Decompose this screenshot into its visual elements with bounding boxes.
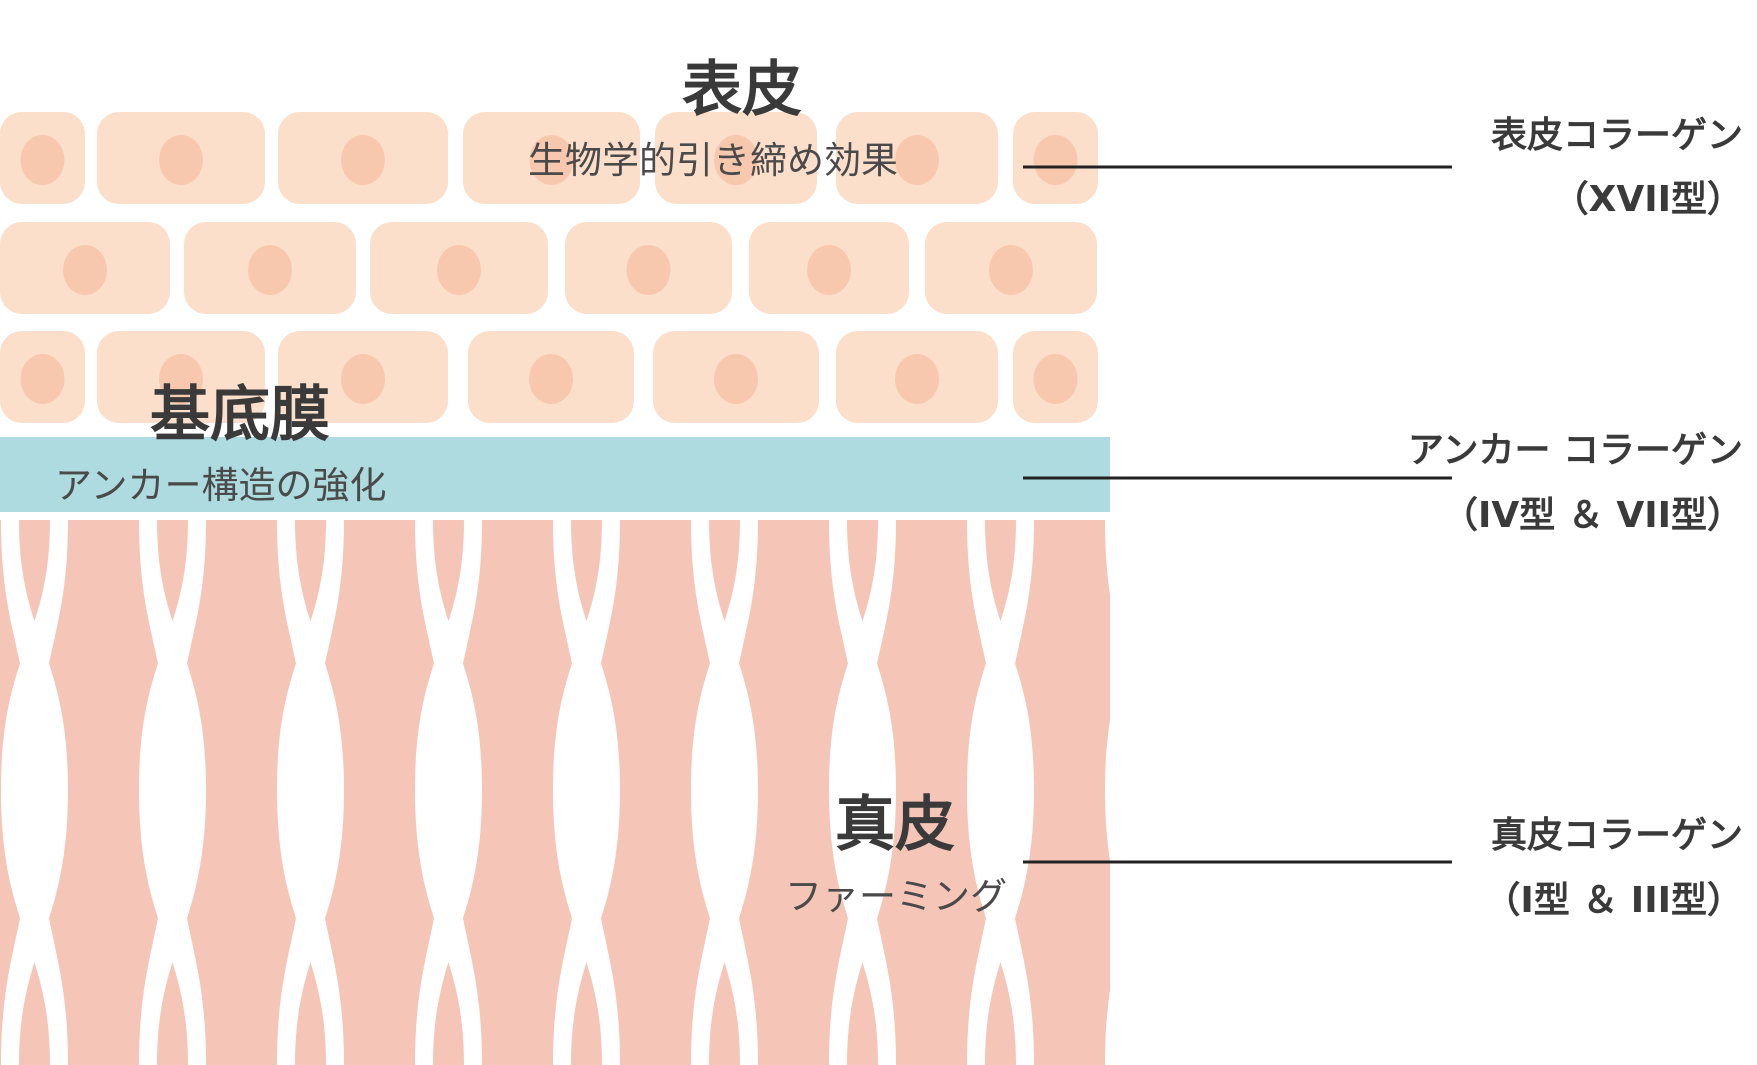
epidermis-cell-nucleus	[895, 135, 939, 185]
epidermis-cell-nucleus	[626, 245, 671, 295]
epidermis-cell-nucleus	[63, 245, 107, 295]
epidermis-cell-nucleus	[529, 354, 573, 404]
epidermis-cell-nucleus	[714, 354, 758, 404]
epidermis-subtitle: 生物学的引き締め効果	[528, 139, 898, 182]
dermis-fiber-gap	[1105, 720, 1110, 860]
epidermis-cells	[0, 112, 1098, 423]
epidermis-cell-nucleus	[529, 135, 574, 185]
basement-membrane-title: 基底膜	[150, 380, 330, 450]
dermis-collagen-type: （I型 ＆ III型）	[1484, 880, 1743, 921]
dermis-fiber-gap	[691, 520, 758, 1065]
basement-membrane-band	[0, 437, 1110, 512]
dermis-subtitle: ファーミング	[785, 875, 1007, 918]
dermis-fiber-gap	[967, 520, 1034, 1065]
dermis-fiber-gap	[277, 520, 344, 1065]
leader-lines	[1023, 165, 1452, 864]
basement-membrane-subtitle: アンカー構造の強化	[55, 464, 387, 507]
epidermis-cell-nucleus	[341, 135, 385, 185]
epidermis-collagen-type: （XVII型）	[1552, 179, 1743, 220]
epidermis-cell-nucleus	[1033, 135, 1078, 185]
anchor-collagen-label: アンカー コラーゲン	[1407, 430, 1743, 471]
epidermis-cell-nucleus	[20, 354, 65, 404]
epidermis-cell-nucleus	[1033, 354, 1078, 404]
epidermis-cell-nucleus	[437, 245, 481, 295]
epidermis-cell-nucleus	[341, 354, 385, 404]
dermis-fiber-gap	[139, 520, 206, 1065]
epidermis-cell-nucleus	[895, 354, 939, 404]
dermis-fiber-gap	[1243, 520, 1310, 1065]
dermis-fiber-gap	[1243, 520, 1310, 1065]
dermis-collagen-label: 真皮コラーゲン	[1490, 815, 1743, 856]
dermis-fiber-gap	[1105, 520, 1110, 1065]
epidermis-cell-nucleus	[248, 245, 292, 295]
dermis-title: 真皮	[835, 790, 955, 860]
dermis-fiber-gap	[553, 520, 620, 1065]
dermis-fiber-gap	[415, 520, 482, 1065]
dermis-tissue	[0, 520, 1310, 1065]
epidermis-cell-nucleus	[714, 135, 758, 185]
dermis-fiber-gaps	[1, 520, 1310, 1065]
epidermis-cell-nucleus	[159, 354, 203, 404]
epidermis-collagen-label: 表皮コラーゲン	[1490, 115, 1743, 156]
epidermis-cell-nucleus	[159, 135, 203, 185]
epidermis-cell-nucleus	[989, 245, 1033, 295]
epidermis-cell-nucleus	[20, 135, 65, 185]
anchor-collagen-type: （IV型 ＆ VII型）	[1442, 495, 1743, 536]
epidermis-cell-nucleus	[807, 245, 851, 295]
dermis-fiber-gap	[829, 520, 896, 1065]
epidermis-title: 表皮	[682, 55, 802, 125]
dermis-fiber-gap	[1, 520, 68, 1065]
